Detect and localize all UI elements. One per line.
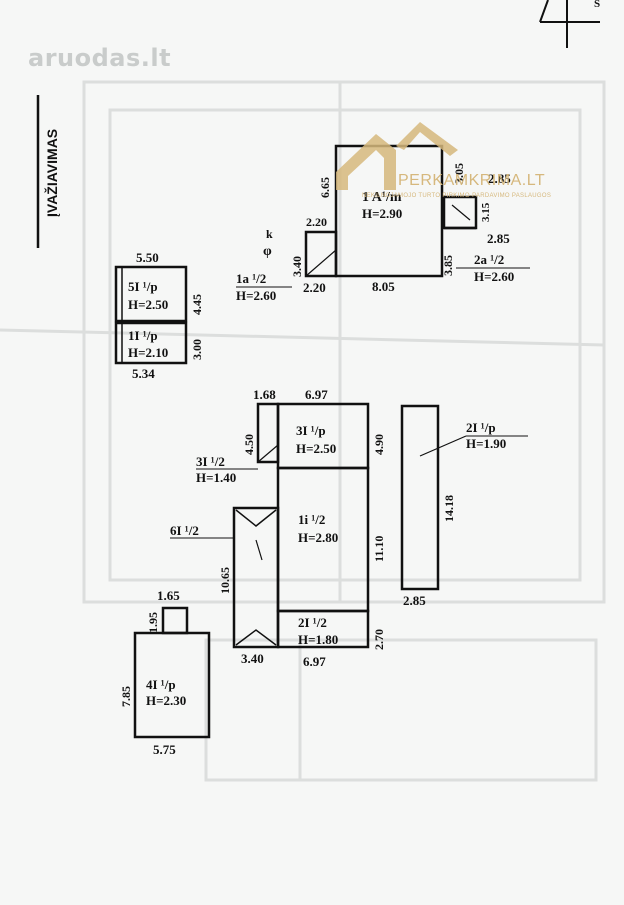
b2a-height: H=2.60 [474, 269, 514, 284]
b1-height: H=2.90 [362, 206, 402, 221]
b3-height: H=2.50 [296, 441, 336, 456]
b1a-name: 1a ¹/2 [236, 271, 266, 286]
b1-dim-right-top: 2.85 [488, 171, 511, 186]
aruodas-watermark: aruodas.lt [28, 44, 172, 72]
b6-dim-bottom: 3.40 [241, 651, 264, 666]
b2p-leader [419, 435, 467, 457]
b5-dim-top: 5.50 [136, 250, 159, 265]
b1-dim-right: 3.05 [452, 163, 466, 184]
b2p-dim-right: 14.18 [442, 495, 456, 522]
b2p-dim-bottom: 2.85 [403, 593, 426, 608]
b6-dim-left: 10.65 [218, 567, 232, 594]
b2p-name: 2I ¹/p [466, 420, 496, 435]
brand-watermark-sub: NEKILNOJAMOJO TURTO PIRKIMO-PARDAVIMO PA… [362, 193, 552, 199]
b2i-dim-bottom: 6.97 [303, 654, 326, 669]
b1a-dim-bottom: 2.20 [303, 280, 326, 295]
b3-dim-top: 6.97 [305, 387, 328, 402]
b3-small-name: 3I ¹/2 [196, 454, 225, 469]
ghost-plan [0, 80, 606, 782]
b2a-dim-left: 3.85 [441, 255, 455, 276]
b1a-dim-left: 3.40 [290, 256, 304, 277]
sign-q: φ [263, 244, 272, 259]
b1a-dim-top: 2.20 [306, 215, 327, 229]
b3-small-dim: 4.50 [242, 434, 256, 455]
building-4 [133, 606, 211, 739]
b5-name: 5I ¹/p [128, 279, 158, 294]
b3-dim-left-top: 1.68 [253, 387, 276, 402]
north-arrow [539, 0, 600, 48]
building-central [232, 402, 370, 649]
b6-name: 6I ¹/2 [170, 523, 199, 538]
b4-dim-bottom: 5.75 [153, 742, 176, 757]
north-label: S [594, 0, 600, 10]
building-2 [400, 404, 440, 591]
b1i-name: 1i ¹/2 [298, 512, 325, 527]
b1i-dim-right: 11.10 [372, 536, 386, 562]
b1i-small-height: H=2.10 [128, 345, 168, 360]
b1a-height: H=2.60 [236, 288, 276, 303]
b3-small-height: H=1.40 [196, 470, 236, 485]
b1-dim-left: 6.65 [318, 177, 332, 198]
b2p-height: H=1.90 [466, 436, 506, 451]
b5-dim-right: 4.45 [190, 294, 204, 315]
b4-dim-top: 1.65 [157, 588, 180, 603]
b4-dim-left: 7.85 [119, 686, 133, 707]
b1i-height: H=2.80 [298, 530, 338, 545]
sign-k: k [266, 227, 273, 241]
brand-watermark: PERKAMKRIMA.LT [398, 172, 546, 189]
building-5 [114, 265, 188, 365]
b2i-name: 2I ¹/2 [298, 615, 327, 630]
b1-name: 1 A¹/m [362, 190, 402, 205]
b1-dim-bottom: 8.05 [372, 279, 395, 294]
entrance-label: ĮVAŽIAVIMAS [44, 128, 60, 217]
b4-dim-small: 1.95 [146, 612, 160, 633]
b2i-dim-right: 2.70 [372, 629, 386, 650]
b5-height: H=2.50 [128, 297, 168, 312]
b2a-dim-right: 2.85 [487, 231, 510, 246]
b3-dim-right: 4.90 [372, 434, 386, 455]
b1i-small-dim-bottom: 5.34 [132, 366, 155, 381]
b4-height: H=2.30 [146, 693, 186, 708]
b1i-small-dim-right: 3.00 [190, 339, 204, 360]
b1i-small-name: 1I ¹/p [128, 328, 158, 343]
b4-name: 4I ¹/p [146, 677, 176, 692]
b2a-dim-side: 3.15 [480, 202, 492, 222]
b3-name: 3I ¹/p [296, 423, 326, 438]
b2i-height: H=1.80 [298, 632, 338, 647]
b2a-name: 2a ¹/2 [474, 252, 504, 267]
brand-roof-logo [336, 122, 458, 190]
